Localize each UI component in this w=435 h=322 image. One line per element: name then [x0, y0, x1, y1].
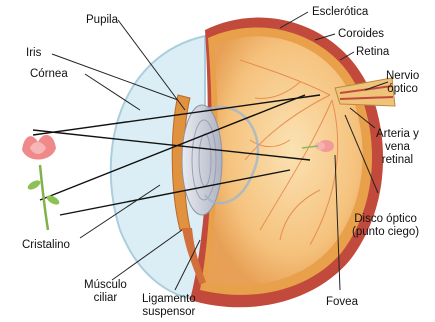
label-disco-line2: (punto ciego) — [352, 226, 419, 239]
label-nervio-line1: Nervio — [386, 70, 419, 83]
label-disco-optico: Disco óptico (punto ciego) — [352, 213, 419, 239]
label-ligamento-line1: Ligamento — [142, 293, 196, 306]
label-ligamento-suspensor: Ligamento suspensor — [142, 293, 196, 319]
label-arteria-line2: vena — [376, 141, 419, 154]
label-iris: Iris — [26, 47, 41, 60]
label-cornea: Córnea — [30, 68, 68, 81]
label-fovea: Fovea — [326, 296, 358, 309]
label-esclerotica: Esclerótica — [312, 6, 368, 19]
label-disco-line1: Disco óptico — [352, 213, 419, 226]
flower-object — [22, 135, 61, 230]
label-musculo-line1: Músculo — [84, 279, 127, 292]
label-arteria-line1: Arteria y — [376, 128, 419, 141]
label-pupila: Pupila — [86, 14, 118, 27]
label-cristalino: Cristalino — [22, 239, 70, 252]
label-musculo-line2: ciliar — [84, 292, 127, 305]
label-musculo-ciliar: Músculo ciliar — [84, 279, 127, 305]
label-retina: Retina — [356, 46, 389, 59]
label-arteria-line3: retinal — [376, 154, 419, 167]
label-nervio-optico: Nervio óptico — [386, 70, 419, 96]
label-coroides: Coroides — [338, 28, 384, 41]
label-nervio-line2: óptico — [386, 83, 419, 96]
label-ligamento-line2: suspensor — [142, 306, 196, 319]
label-arteria-vena: Arteria y vena retinal — [376, 128, 419, 167]
